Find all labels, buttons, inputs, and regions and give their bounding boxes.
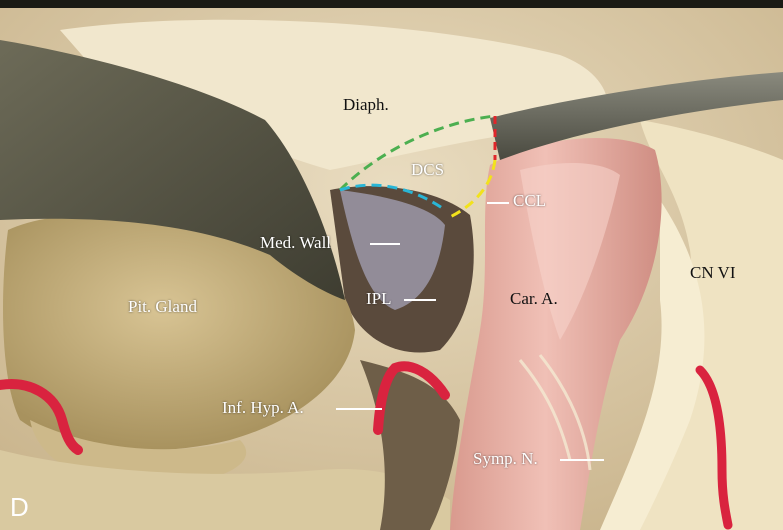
label-dcs: DCS	[411, 160, 445, 179]
top-border	[0, 0, 783, 8]
label-carotid-artery: Car. A.	[510, 289, 558, 308]
retractor-instrument	[0, 40, 345, 300]
panel-letter: D	[10, 492, 29, 522]
leader-line-medial-wall	[370, 243, 400, 245]
cyan-dashed-outline	[339, 183, 446, 212]
label-ccl: CCL	[513, 191, 547, 210]
right-vessel	[695, 365, 733, 530]
label-medial-wall: Med. Wall	[260, 233, 332, 252]
yellow-dashed-outline	[447, 159, 497, 220]
leader-line-inf-hyp-artery	[336, 408, 382, 410]
label-ipl: IPL	[366, 289, 392, 308]
label-pituitary-gland: Pit. Gland	[128, 297, 197, 316]
label-inf-hyp-artery: Inf. Hyp. A.	[222, 398, 304, 417]
leader-line-ccl	[487, 202, 509, 204]
green-dashed-outline	[338, 114, 496, 192]
sympathetic-nerve	[518, 354, 592, 471]
inf-hyp-artery-mid	[373, 361, 450, 435]
lower-floor-tissue	[0, 450, 450, 530]
inf-hyp-artery-left	[0, 379, 83, 455]
carotid-artery	[450, 138, 662, 530]
pituitary-gland	[3, 213, 355, 451]
medial-wall-membrane	[340, 190, 445, 310]
carotid-highlight	[520, 163, 620, 340]
label-diaphragm: Diaph.	[343, 95, 389, 114]
label-cn-vi: CN VI	[690, 263, 736, 282]
diaphragm-tissue	[60, 19, 608, 170]
cn-vi-band	[600, 200, 705, 530]
leader-line-ipl	[404, 299, 436, 301]
label-sympathetic-nerve: Symp. N.	[473, 449, 538, 468]
leader-line-sympathetic-nerve	[560, 459, 604, 461]
probe-instrument	[490, 72, 783, 160]
